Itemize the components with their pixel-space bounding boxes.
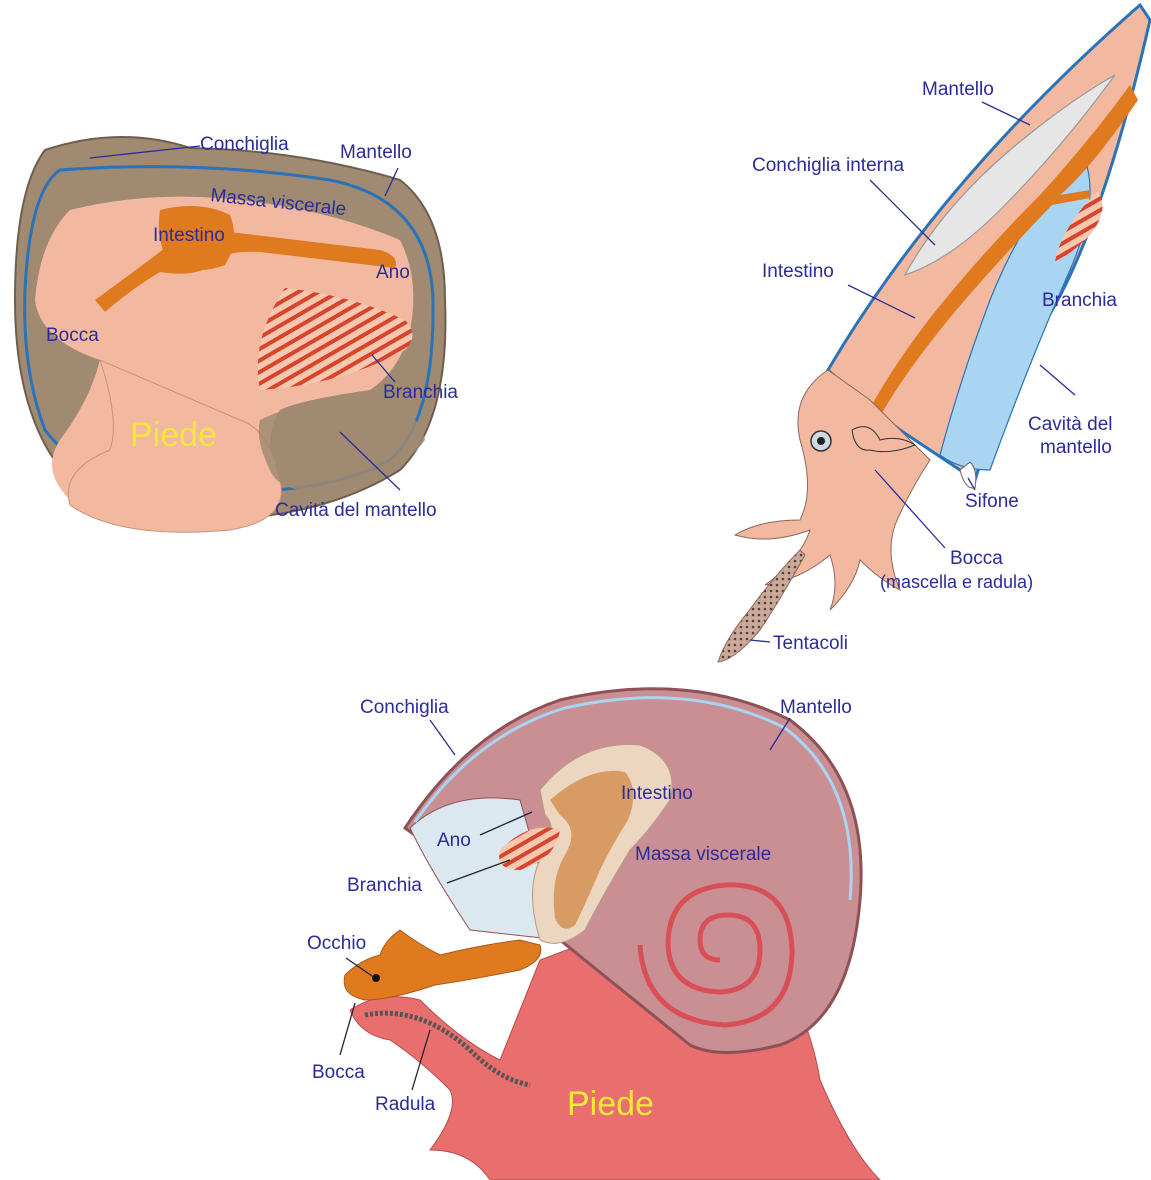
snail-label-bocca: Bocca xyxy=(312,1062,365,1083)
snail-label-intestino: Intestino xyxy=(621,783,693,804)
squid-label-cavita-2: mantello xyxy=(1040,437,1112,458)
snail-label-occhio: Occhio xyxy=(307,933,366,954)
snail-diagram: Conchiglia Mantello Intestino Ano Massa … xyxy=(307,689,880,1180)
squid-label-cavita-1: Cavità del xyxy=(1028,414,1113,435)
snail-label-massa-viscerale: Massa viscerale xyxy=(635,844,771,865)
bivalve-label-piede: Piede xyxy=(130,416,217,454)
bivalve-label-ano: Ano xyxy=(376,262,410,283)
snail-eye xyxy=(372,974,380,982)
squid-label-mantello: Mantello xyxy=(922,79,994,100)
bivalve-label-bocca: Bocca xyxy=(46,325,99,346)
squid-label-sifone: Sifone xyxy=(965,491,1019,512)
snail-label-branchia: Branchia xyxy=(347,875,422,896)
squid-label-bocca: Bocca xyxy=(950,548,1003,569)
bivalve-label-cavita: Cavità del mantello xyxy=(275,500,437,521)
bivalve-label-mantello: Mantello xyxy=(340,142,412,163)
snail-label-ano: Ano xyxy=(437,830,471,851)
squid-label-branchia: Branchia xyxy=(1042,290,1117,311)
squid-label-conchiglia-interna: Conchiglia interna xyxy=(752,155,905,176)
bivalve-label-conchiglia: Conchiglia xyxy=(200,134,289,155)
bivalve-label-intestino: Intestino xyxy=(153,225,225,246)
snail-label-radula: Radula xyxy=(375,1094,436,1115)
snail-label-mantello: Mantello xyxy=(780,697,852,718)
snail-head xyxy=(344,930,541,1000)
squid-diagram: Mantello Conchiglia interna Intestino Br… xyxy=(718,5,1150,662)
snail-label-piede: Piede xyxy=(567,1085,654,1123)
snail-label-conchiglia: Conchiglia xyxy=(360,697,449,718)
squid-label-intestino: Intestino xyxy=(762,261,834,282)
squid-label-bocca-detail: (mascella e radula) xyxy=(880,572,1033,592)
bivalve-diagram: Conchiglia Mantello Massa viscerale Inte… xyxy=(15,134,458,532)
bivalve-label-branchia: Branchia xyxy=(383,382,458,403)
squid-label-tentacoli: Tentacoli xyxy=(773,633,848,654)
